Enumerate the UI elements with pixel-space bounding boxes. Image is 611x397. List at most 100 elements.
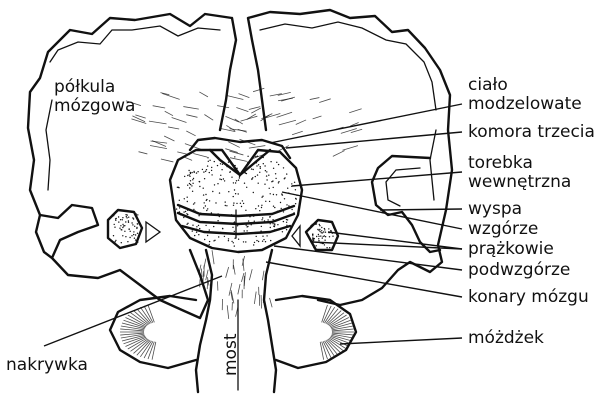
fibre-stroke [201,269,202,277]
stipple-dot [218,236,219,237]
stipple-dot [270,227,271,228]
stipple-dot [185,211,186,212]
stipple-dot [226,156,227,157]
stipple-dot [217,165,218,166]
stipple-dot [287,219,288,220]
stipple-dot [204,239,205,240]
stipple-dot [258,241,259,242]
fibre-stroke [238,284,240,294]
stipple-dot [130,231,131,232]
stipple-dot [121,229,122,230]
stipple-dot [190,184,191,185]
stipple-dot [212,191,213,192]
stipple-dot [281,208,282,209]
stipple-dot [311,242,312,243]
stipple-dot [253,192,254,193]
stipple-dot [115,241,116,242]
stipple-dot [291,183,292,184]
stipple-dot [257,156,258,157]
stipple-dot [207,235,208,236]
stipple-dot [229,172,230,173]
fibre-stroke [262,271,264,280]
right-hemisphere-inner-fold [260,22,436,200]
fibre-stroke [296,120,306,125]
stipple-dot [266,175,267,176]
stipple-dot [235,182,236,183]
fibre-stroke [149,121,167,124]
stipple-dot [176,208,177,209]
stipple-dot [219,192,220,193]
label-polkula-line2: mózgowa [54,96,135,116]
stipple-dot [319,224,320,225]
stipple-dot [124,225,125,226]
stipple-dot [316,245,317,246]
stipple-dot [137,241,138,242]
stipple-dot [129,237,130,238]
stipple-dot [211,167,212,168]
fibre-stroke [153,106,166,108]
stipple-dot [213,226,214,227]
stipple-dot [253,169,254,170]
left-striatum-wedge [146,222,160,242]
stipple-dot [295,189,296,190]
stipple-dot [237,225,238,226]
stipple-dot [203,194,204,195]
stipple-dot [186,213,187,214]
stipple-dot [192,191,193,192]
fibre-stroke [249,146,265,149]
stipple-dot [203,188,204,189]
stipple-dot [122,219,123,220]
stipple-dot [135,234,136,235]
fibre-stroke [292,131,303,134]
right-striatum-wedge [292,226,300,246]
fibre-stroke [333,151,345,157]
label-cialo-line1: ciało [468,75,508,95]
stipple-dot [326,247,327,248]
stipple-dot [262,217,263,218]
stipple-dot [333,227,334,228]
stipple-dot [134,238,135,239]
stipple-dot [273,194,274,195]
stipple-dot [214,184,215,185]
stipple-dot [209,229,210,230]
stipple-dot [136,228,137,229]
stipple-dot [196,172,197,173]
stipple-dot [269,188,270,189]
stipple-dot [234,189,235,190]
label-podwzgorze: podwzgórze [468,260,570,280]
stipple-dot [136,213,137,214]
stipple-dot [250,166,251,167]
striatum-stipple [112,213,335,248]
stipple-dot [248,168,249,169]
stipple-dot [220,175,221,176]
stipple-dot [120,219,121,220]
stipple-dot [187,197,188,198]
stipple-dot [114,227,115,228]
stipple-dot [280,202,281,203]
stipple-dot [258,183,259,184]
stipple-dot [113,215,114,216]
stipple-dot [208,161,209,162]
stipple-dot [273,168,274,169]
stipple-dot [192,179,193,180]
stipple-dot [244,230,245,231]
stipple-dot [189,183,190,184]
stipple-dot [310,225,311,226]
fibre-stroke [277,112,293,117]
stipple-dot [244,183,245,184]
fibre-stroke [139,152,148,154]
stipple-dot [318,236,319,237]
stipple-dot [198,234,199,235]
stipple-dot [122,235,123,236]
stipple-dot [122,227,123,228]
stipple-dot [118,221,119,222]
left-hemisphere-outline [28,14,236,318]
stipple-dot [234,231,235,232]
stipple-dot [193,178,194,179]
fibre-stroke [249,269,252,280]
stipple-dot [332,236,333,237]
stipple-dot [260,168,261,169]
stipple-dot [247,162,248,163]
leader-konary [266,262,462,297]
stipple-dot [273,206,274,207]
